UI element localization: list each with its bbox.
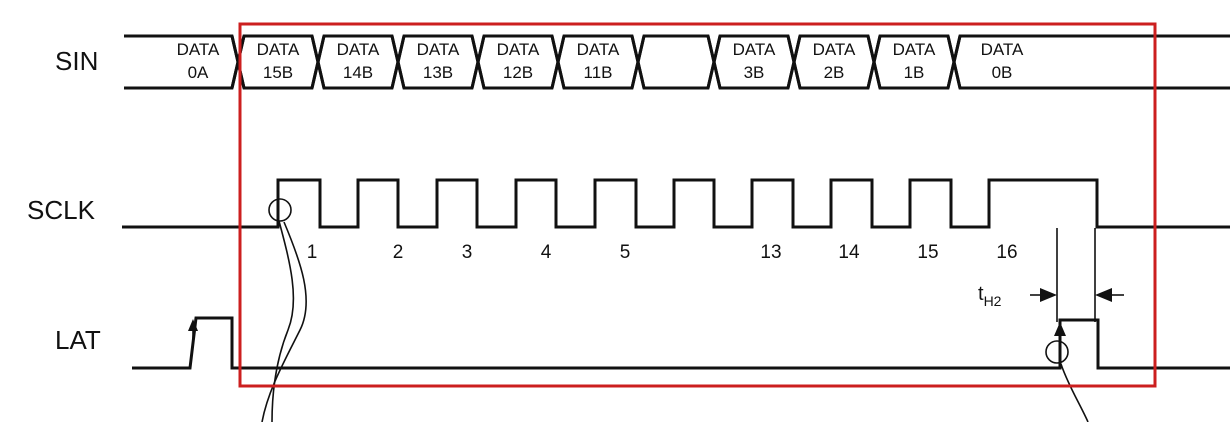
th2-label: tH2 <box>978 283 1002 309</box>
sin-transition-cross-7 <box>786 35 802 89</box>
sin-cell-bottom-label: 2B <box>824 63 845 82</box>
sin-bus-waveform: DATA 0A DATA 15B DATA 14B DATA 13B DATA 12B DATA 11… <box>124 34 1230 90</box>
sin-transition-cross-3 <box>470 35 486 89</box>
lat-waveform <box>132 316 1230 370</box>
sin-cell-top-label: DATA <box>981 40 1024 59</box>
sclk-pulse-number: 13 <box>760 242 781 263</box>
lat-rising-edge-arrow-icon <box>188 319 198 344</box>
sin-transition-cross-0 <box>230 35 246 89</box>
sin-data-cell: DATA 0A <box>177 40 220 82</box>
sclk-pulse-number: 3 <box>462 242 473 263</box>
sin-data-cells: DATA 0A DATA 15B DATA 14B DATA 13B DATA 12B DATA 11… <box>177 40 1024 82</box>
sin-cell-top-label: DATA <box>733 40 776 59</box>
sin-cell-bottom-label: 13B <box>423 63 453 82</box>
th2-timing-annotation: tH2 <box>978 228 1124 322</box>
sclk-pulse-numbers: 1 2 3 4 5 13 14 15 16 <box>307 242 1018 263</box>
th2-right-arrow-icon <box>1095 288 1112 302</box>
sin-cell-bottom-label: 0B <box>992 63 1013 82</box>
sin-data-cell: DATA 11B <box>577 40 620 82</box>
sclk-reference-curve <box>261 221 307 422</box>
sin-cell-top-label: DATA <box>497 40 540 59</box>
sclk-signal-label: SCLK <box>27 195 96 225</box>
sin-bus-transitions <box>230 35 962 89</box>
sclk-edge-circle-icon <box>268 198 292 222</box>
sin-cell-bottom-label: 11B <box>584 63 613 82</box>
sclk-pulse-number: 5 <box>620 242 631 263</box>
sin-data-cell: DATA 12B <box>497 40 540 82</box>
sclk-pulse-number: 4 <box>541 242 552 263</box>
sin-transition-cross-1 <box>310 35 326 89</box>
sin-data-cell: DATA 0B <box>981 40 1024 82</box>
lat-edge-circle-icon <box>1045 340 1069 364</box>
sin-cell-top-label: DATA <box>813 40 856 59</box>
sin-cell-top-label: DATA <box>893 40 936 59</box>
sin-transition-cross-5 <box>630 35 646 89</box>
sin-transition-cross-4 <box>550 35 566 89</box>
highlight-box <box>238 22 1157 388</box>
sin-cell-bottom-label: 12B <box>503 63 533 82</box>
sin-cell-bottom-label: 0A <box>188 63 209 82</box>
sclk-pulse-number: 2 <box>393 242 404 263</box>
sin-data-cell: DATA 2B <box>813 40 856 82</box>
sin-data-cell: DATA 3B <box>733 40 776 82</box>
sin-data-cell: DATA 13B <box>417 40 460 82</box>
sin-transition-cross-9 <box>946 35 962 89</box>
sin-transition-cross-8 <box>866 35 882 89</box>
sclk-pulse-number: 15 <box>917 242 938 263</box>
sin-cell-bottom-label: 15B <box>263 63 293 82</box>
sin-transition-cross-2 <box>390 35 406 89</box>
sin-cell-top-label: DATA <box>257 40 300 59</box>
sclk-pulse-number: 16 <box>996 242 1017 263</box>
sin-cell-top-label: DATA <box>577 40 620 59</box>
sin-signal-label: SIN <box>55 46 98 76</box>
lat-reference-arrow-icon <box>1054 322 1066 345</box>
lat-signal-label: LAT <box>55 325 101 355</box>
sin-data-cell: DATA 15B <box>257 40 300 82</box>
sin-data-cell: DATA 14B <box>337 40 380 82</box>
sin-cell-bottom-label: 14B <box>343 63 373 82</box>
sin-cell-bottom-label: 3B <box>744 63 765 82</box>
sin-data-cell: DATA 1B <box>893 40 936 82</box>
sin-cell-top-label: DATA <box>417 40 460 59</box>
sclk-reference-curve-return <box>271 220 295 422</box>
th2-left-arrow-icon <box>1040 288 1057 302</box>
sin-transition-cross-6 <box>706 35 722 89</box>
sclk-pulse-number: 1 <box>307 242 318 263</box>
sclk-pulse-number: 14 <box>838 242 860 263</box>
sin-cell-top-label: DATA <box>337 40 380 59</box>
sin-cell-bottom-label: 1B <box>904 63 925 82</box>
lat-reference-curve <box>1060 363 1089 422</box>
sin-cell-top-label: DATA <box>177 40 220 59</box>
sclk-waveform <box>122 178 1230 229</box>
